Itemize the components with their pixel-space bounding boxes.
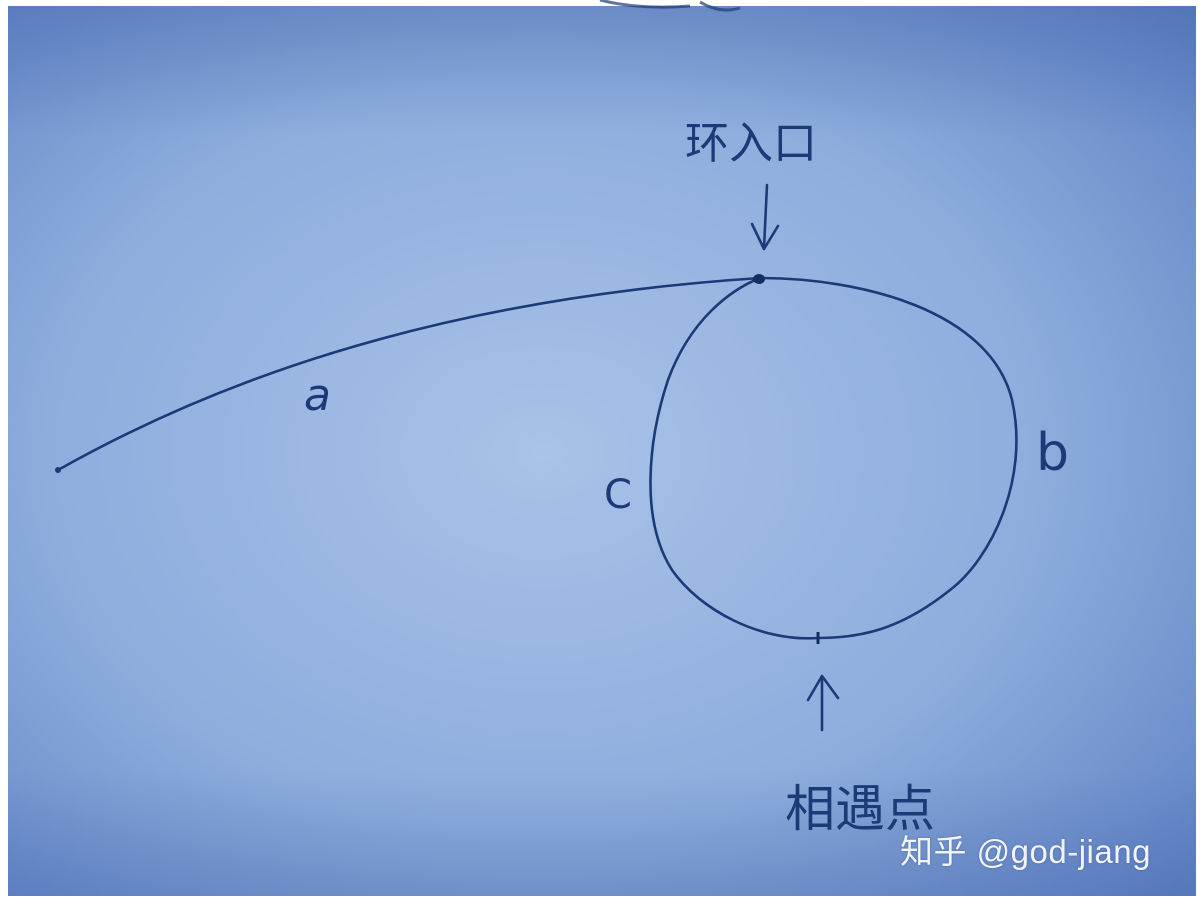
entry-label: 环入口 — [685, 118, 817, 169]
right-border — [1196, 0, 1204, 906]
watermark: 知乎 @god-jiang — [900, 833, 1151, 870]
left-border — [0, 0, 8, 906]
meeting-label: 相遇点 — [785, 780, 935, 838]
label-c: C — [604, 472, 632, 518]
entry-point — [753, 274, 765, 284]
cycle-loop — [649, 276, 1018, 640]
start-point — [55, 467, 61, 473]
top-border — [0, 0, 1204, 6]
top-edge-scribble — [599, 0, 741, 12]
tail-line — [56, 276, 762, 472]
bottom-border — [0, 896, 1204, 906]
label-a: a — [304, 370, 331, 421]
entry-arrow-icon — [750, 183, 780, 251]
label-b: b — [1036, 423, 1069, 483]
meeting-arrow-icon — [806, 674, 840, 732]
